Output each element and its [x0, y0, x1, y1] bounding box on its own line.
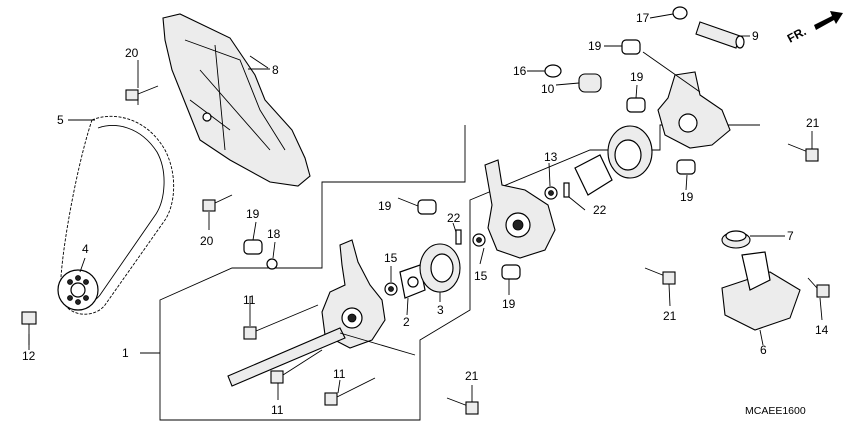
- callout-11-a: 11: [243, 293, 256, 307]
- outer-rotor-part: [419, 243, 461, 293]
- callout-7: 7: [787, 229, 794, 243]
- callout-19-mid-b: 19: [502, 297, 516, 311]
- washer-18-part: [266, 258, 278, 270]
- washer-14-part: [544, 186, 558, 200]
- callout-19-upper-c: 19: [680, 190, 694, 204]
- callout-11-b: 11: [271, 403, 284, 417]
- inner-rotor-upper-part: [574, 154, 613, 196]
- callout-6: 6: [760, 343, 767, 357]
- pipe-9-part: [695, 21, 745, 49]
- bolt-21-mid-part: [644, 267, 676, 285]
- pump-housing-upper-part: [657, 71, 731, 149]
- chain-cover-part: [162, 13, 311, 187]
- callout-15-right: 15: [474, 269, 488, 283]
- callout-15-left: 15: [384, 251, 398, 265]
- diagram-code: MCAEE1600: [745, 405, 806, 417]
- leader-lines: [28, 13, 823, 402]
- dowel-pin-upper-a-part: [621, 39, 641, 55]
- dowel-pin-mid-a-part: [417, 199, 437, 215]
- callout-19-mid-a: 19: [378, 199, 392, 213]
- callout-5: 5: [57, 113, 64, 127]
- callout-19-upper-b: 19: [630, 70, 644, 84]
- strainer-6-part: [721, 251, 801, 331]
- o-ring-16-part: [544, 64, 562, 78]
- pump-housing-mid-part: [484, 159, 556, 259]
- callout-10: 10: [541, 82, 555, 96]
- dowel-pin-upper-b-part: [626, 97, 646, 113]
- callout-19-upper-a: 19: [588, 39, 602, 53]
- callout-16: 16: [513, 64, 527, 78]
- callout-4: 4: [82, 242, 89, 256]
- bolt-12-part: [807, 277, 830, 298]
- callout-8: 8: [272, 63, 279, 77]
- bolt-13-part: [21, 311, 37, 345]
- bolt-11-c-part: [324, 377, 376, 406]
- callout-2: 2: [403, 315, 410, 329]
- bolt-11-a-part: [243, 304, 319, 340]
- callout-22-right: 22: [593, 203, 607, 217]
- bolt-11-b-part: [270, 349, 323, 384]
- collar-10-part: [578, 73, 602, 93]
- seal-7-part: [721, 230, 751, 249]
- bolt-21-upper-part: [787, 143, 819, 162]
- callout-13: 12: [22, 349, 36, 363]
- o-ring-17-part: [672, 6, 688, 20]
- callout-1: 1: [122, 346, 129, 360]
- callout-labels: 20 8 5 4 12 20 19 18 1 11 11 11 15 2 3 2…: [22, 11, 829, 417]
- dowel-pin-mid-b-part: [501, 264, 521, 280]
- direction-label: FR.: [785, 24, 809, 45]
- pin-22-right-part: [563, 182, 570, 198]
- sprocket-part: [57, 269, 99, 311]
- pump-shaft-part: [227, 327, 416, 387]
- direction-indicator: FR.: [785, 11, 843, 46]
- callout-22-left: 22: [447, 211, 461, 225]
- inner-rotor-part: [399, 264, 426, 299]
- callout-21-upper: 21: [806, 116, 820, 130]
- callout-20-top: 20: [125, 46, 139, 60]
- callout-19-left: 19: [246, 207, 260, 221]
- callout-3: 3: [437, 303, 444, 317]
- pin-22-left-part: [455, 229, 462, 245]
- bolt-21-lower-part: [446, 397, 479, 415]
- callout-17: 17: [636, 11, 650, 25]
- callout-14: 13: [544, 150, 558, 164]
- callout-9: 9: [752, 29, 759, 43]
- arrow-right-icon: [814, 11, 843, 30]
- callout-20-bottom: 20: [200, 234, 214, 248]
- callout-11-c: 11: [333, 367, 346, 381]
- washer-15-right-part: [472, 233, 486, 247]
- dowel-pin-upper-c-part: [676, 159, 696, 175]
- callout-21-mid: 21: [663, 309, 677, 323]
- bolt-20-bottom-part: [202, 194, 233, 212]
- callout-12: 14: [815, 323, 829, 337]
- pump-body-part: [321, 239, 386, 349]
- washer-15-left-part: [384, 282, 398, 296]
- outer-rotor-upper-part: [607, 125, 653, 179]
- callout-18: 18: [267, 227, 281, 241]
- bolt-20-top-part: [125, 85, 159, 101]
- callout-21-lower: 21: [465, 369, 479, 383]
- dowel-pin-left-part: [243, 239, 263, 255]
